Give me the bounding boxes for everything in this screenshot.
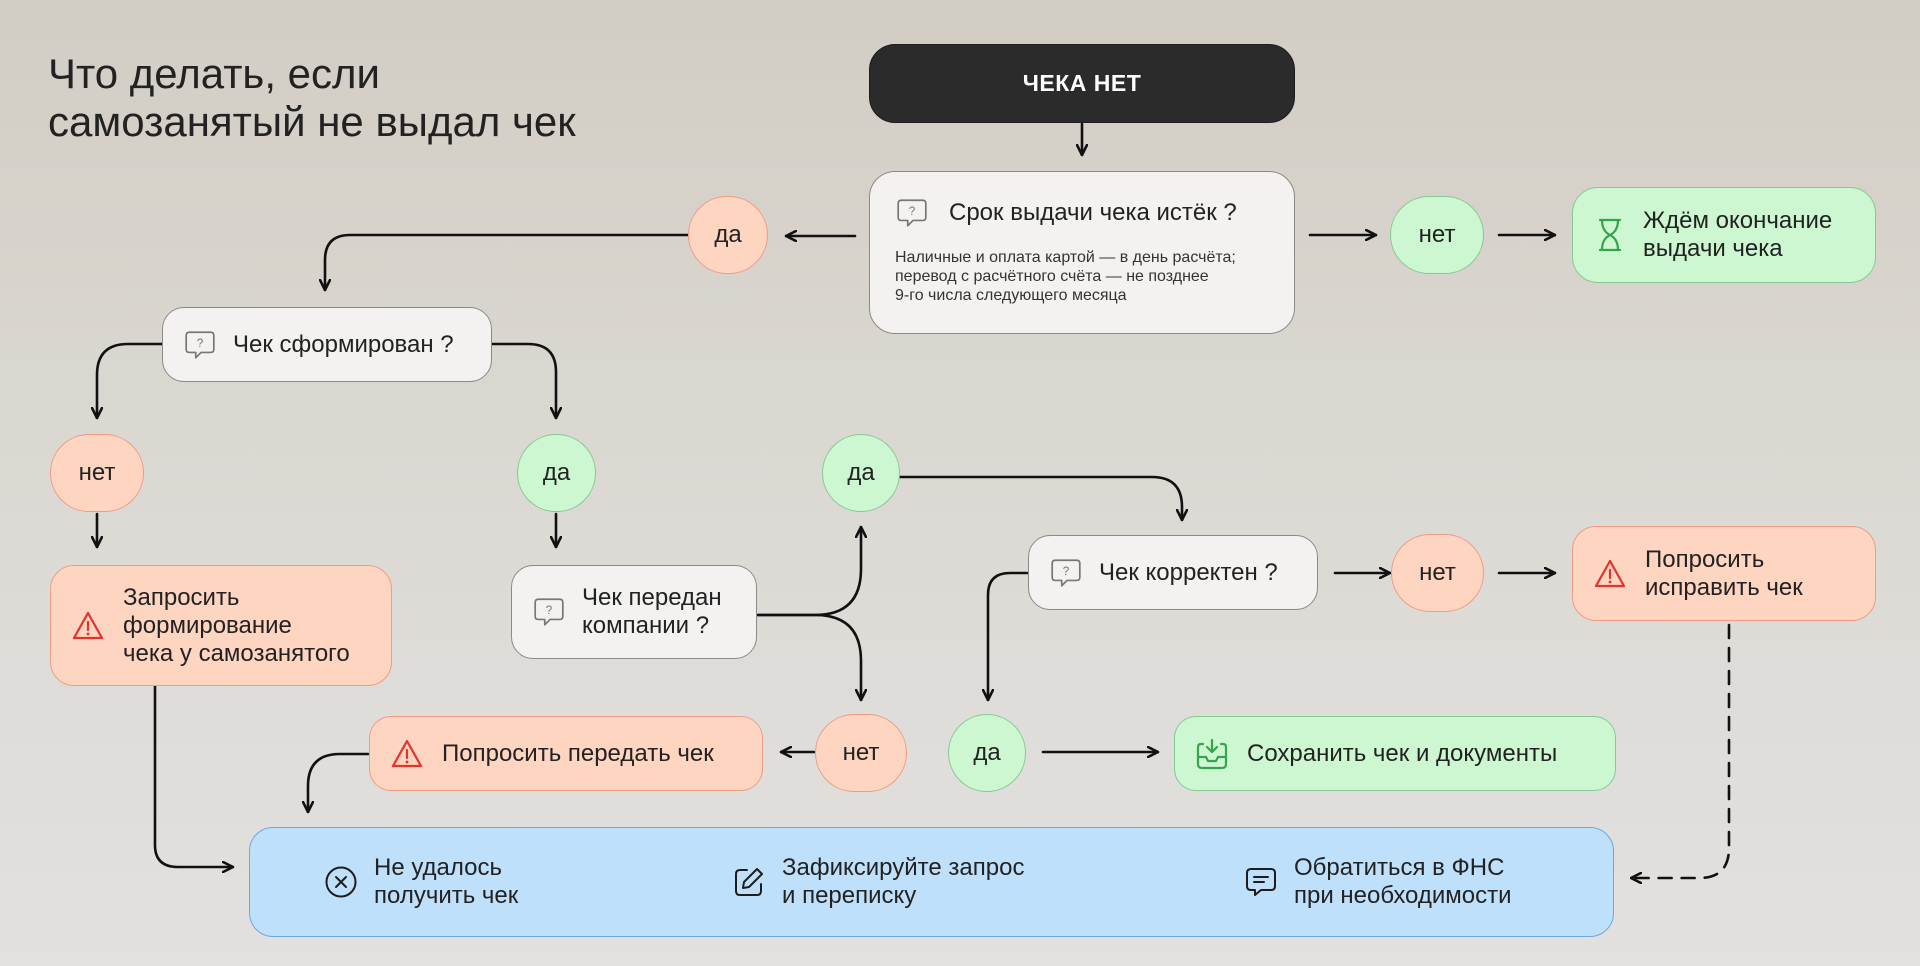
message-icon xyxy=(1246,868,1276,896)
ask-fix-node: Попросить исправить чек xyxy=(1572,526,1876,621)
deadline-yes-pill: да xyxy=(688,196,768,274)
fns-label: Обратиться в ФНС при необходимости xyxy=(1294,854,1512,909)
question-deadline-label: Срок выдачи чека истёк ? xyxy=(949,199,1237,226)
question-bubble-icon: ? xyxy=(185,330,215,359)
arrow-fix-to-fns-dashed xyxy=(1629,623,1731,878)
sent-no-pill: нет xyxy=(815,714,907,792)
arrow-yes-to-correct xyxy=(898,475,1182,522)
start-label: ЧЕКА НЕТ xyxy=(1022,70,1142,96)
correct-no-label: нет xyxy=(1419,559,1456,586)
fail-step: Не удалось получить чек xyxy=(324,852,564,912)
svg-text:?: ? xyxy=(197,337,204,350)
question-correct-label: Чек корректен ? xyxy=(1099,558,1278,586)
sent-yes-label: да xyxy=(847,459,875,486)
diagram-title: Что делать, если самозанятый не выдал че… xyxy=(48,50,576,145)
sent-no-label: нет xyxy=(842,739,880,766)
arrow-yes-to-formed xyxy=(325,233,690,292)
save-label: Сохранить чек и документы xyxy=(1247,739,1558,767)
arrow-formed-to-yes xyxy=(490,342,556,420)
edit-pencil-icon xyxy=(735,868,763,896)
wait-label: Ждём окончание выдачи чека xyxy=(1643,207,1833,262)
save-node: Сохранить чек и документы xyxy=(1174,716,1616,791)
question-deadline-note: Наличные и оплата картой — в день расчёт… xyxy=(895,249,1236,304)
arrow-request-to-bottom xyxy=(153,684,235,867)
arrow-correct-to-yes xyxy=(988,571,1029,702)
request-form-node: Запросить формирование чека у самозанято… xyxy=(50,565,392,686)
question-sent: ? Чек передан компании ? xyxy=(511,565,757,659)
warning-triangle-icon xyxy=(1594,559,1626,587)
inbox-download-icon xyxy=(1196,738,1228,769)
correct-no-pill: нет xyxy=(1391,534,1484,612)
arrow-sent-to-yes xyxy=(756,525,861,617)
warning-triangle-icon xyxy=(72,611,104,639)
deadline-no-pill: нет xyxy=(1390,196,1484,274)
question-bubble-icon: ? xyxy=(897,199,927,227)
ask-fix-label: Попросить исправить чек xyxy=(1645,545,1803,601)
formed-yes-pill: да xyxy=(517,434,596,512)
question-bubble-icon: ? xyxy=(534,598,564,626)
question-formed: ? Чек сформирован ? xyxy=(162,307,492,382)
question-bubble-icon: ? xyxy=(1051,558,1081,587)
ask-send-node: Попросить передать чек xyxy=(369,716,763,791)
question-correct: ? Чек корректен ? xyxy=(1028,535,1318,610)
question-sent-label: Чек передан компании ? xyxy=(582,584,722,639)
arrow-ask-send-to-bottom xyxy=(308,752,370,814)
question-formed-label: Чек сформирован ? xyxy=(233,330,454,358)
warning-triangle-icon xyxy=(391,739,423,767)
outcome-panel xyxy=(249,827,1614,937)
hourglass-icon xyxy=(1598,218,1622,252)
record-step: Зафиксируйте запрос и переписку xyxy=(732,852,1072,912)
correct-yes-pill: да xyxy=(948,714,1026,792)
correct-yes-label: да xyxy=(973,739,1001,766)
start-node: ЧЕКА НЕТ xyxy=(869,44,1295,123)
deadline-no-label: нет xyxy=(1418,221,1456,248)
question-deadline: ? Срок выдачи чека истёк ? Наличные и оп… xyxy=(869,171,1295,334)
deadline-yes-label: да xyxy=(714,221,742,248)
formed-yes-label: да xyxy=(542,459,571,486)
record-label: Зафиксируйте запрос и переписку xyxy=(782,854,1025,909)
formed-no-pill: нет xyxy=(50,434,144,512)
fail-label: Не удалось получить чек xyxy=(374,854,519,909)
svg-text:?: ? xyxy=(546,604,553,617)
arrow-sent-to-no xyxy=(756,613,861,702)
arrow-formed-to-no xyxy=(97,342,164,420)
wait-node: Ждём окончание выдачи чека xyxy=(1572,187,1876,283)
ask-send-label: Попросить передать чек xyxy=(442,739,714,767)
fns-step: Обратиться в ФНС при необходимости xyxy=(1244,852,1574,912)
request-form-label: Запросить формирование чека у самозанято… xyxy=(123,583,350,667)
svg-text:?: ? xyxy=(1063,565,1070,578)
svg-text:?: ? xyxy=(909,205,916,218)
x-circle-icon xyxy=(325,866,357,898)
sent-yes-pill: да xyxy=(822,434,900,512)
formed-no-label: нет xyxy=(78,459,116,486)
